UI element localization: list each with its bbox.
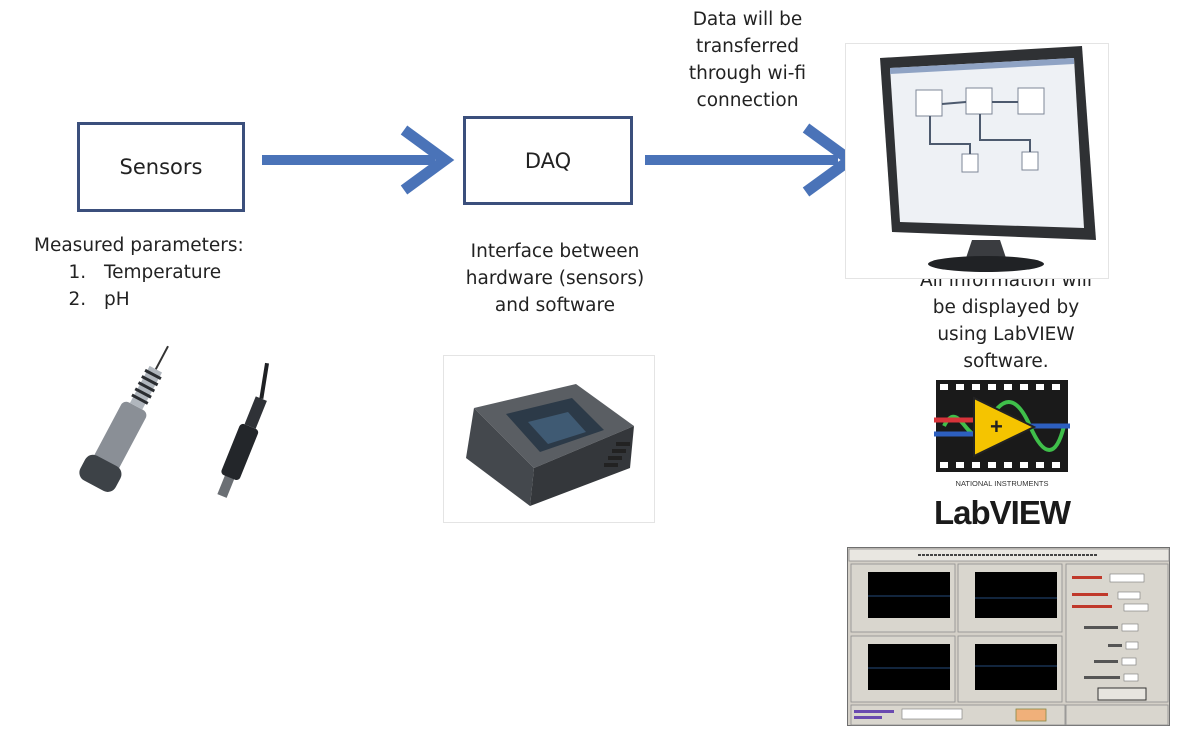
- sensors-box: Sensors: [77, 122, 245, 212]
- dashboard-screenshot-icon: [847, 547, 1170, 726]
- parameter-item: Temperature: [92, 259, 314, 286]
- wifi-caption: Data will be transferred through wi-fi c…: [688, 9, 807, 111]
- daq-label: DAQ: [524, 148, 572, 173]
- sensor-probe-icon: [52, 345, 302, 516]
- logo-name-text: LabVIEW: [934, 494, 1072, 531]
- parameter-item: pH: [92, 286, 314, 313]
- labview-logo-icon: + NATIONAL INSTRUMENTS LabVIEW: [930, 376, 1073, 536]
- sensors-label: Sensors: [119, 155, 203, 179]
- display-caption: All information will be displayed by usi…: [919, 270, 1093, 372]
- interface-caption: Interface between hardware (sensors) and…: [465, 241, 645, 316]
- measured-parameters: Measured parameters: Temperature pH: [34, 232, 314, 313]
- daq-device-icon: [444, 356, 654, 522]
- svg-text:+: +: [990, 414, 1003, 439]
- logo-maker-text: NATIONAL INSTRUMENTS: [956, 479, 1049, 488]
- monitor-icon: [846, 44, 1108, 278]
- parameters-heading: Measured parameters:: [34, 235, 244, 256]
- daq-box: DAQ: [463, 116, 633, 205]
